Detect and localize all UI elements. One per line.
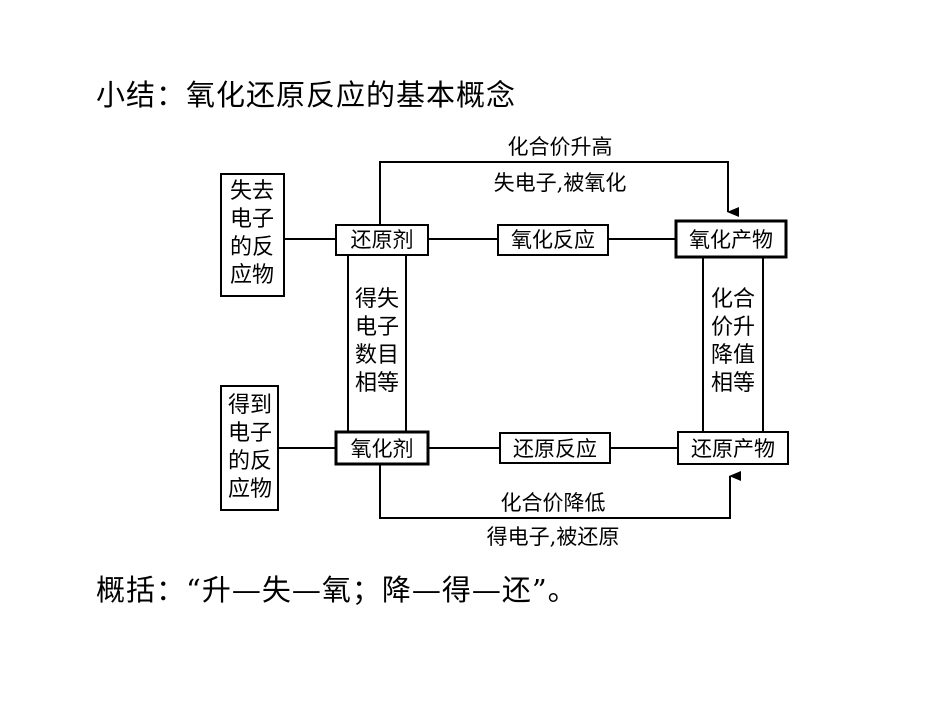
bottom-arrow	[379, 464, 741, 519]
gains-electrons-line-1: 得到	[228, 393, 272, 418]
bottom-arrow-label-2: 得电子,被还原	[487, 525, 620, 549]
loses-electrons-line-1: 失去	[230, 179, 274, 204]
gains-electrons-reactant-box	[220, 385, 279, 511]
oxidation-reaction-box	[497, 224, 609, 256]
loses-electrons-line-4: 应物	[230, 263, 274, 288]
valence-equal-line-4: 相等	[711, 371, 755, 396]
gains-electrons-line-2: 电子	[228, 421, 272, 446]
page-title: 小结：氧化还原反应的基本概念	[96, 78, 517, 112]
oxidizing-agent-label: 氧化剂	[351, 437, 414, 461]
electrons-equal-box	[347, 254, 407, 434]
valence-equal-line-1: 化合	[711, 287, 755, 312]
valence-equal-line-3: 降值	[711, 343, 755, 368]
electrons-equal-line-4: 相等	[355, 371, 399, 396]
electrons-equal-line-2: 电子	[355, 315, 399, 340]
oxidation-reaction-label: 氧化反应	[511, 228, 595, 252]
reduction-reaction-label: 还原反应	[513, 437, 597, 461]
gains-electrons-line-4: 应物	[228, 477, 272, 502]
summary-text: 概括：“升—失—氧；降—得—还”。	[96, 573, 578, 607]
oxidation-product-box	[674, 219, 788, 259]
valence-equal-line-2: 价升	[711, 315, 755, 340]
loses-electrons-reactant-box	[220, 173, 285, 297]
electrons-equal-line-3: 数目	[355, 343, 399, 368]
top-arrow-label-2: 失电子,被氧化	[494, 171, 627, 195]
loses-electrons-line-3: 的反	[230, 235, 274, 260]
top-arrow	[379, 161, 739, 228]
reduction-product-box	[677, 431, 789, 465]
reduction-product-label: 还原产物	[691, 437, 775, 461]
valence-equal-box	[702, 254, 764, 434]
reducing-agent-label: 还原剂	[351, 228, 414, 252]
reduction-reaction-box	[499, 432, 611, 464]
oxidizing-agent-box	[334, 430, 430, 466]
bottom-arrow-label-1: 化合价降低	[501, 491, 606, 515]
loses-electrons-line-2: 电子	[230, 207, 274, 232]
oxidation-product-label: 氧化产物	[689, 228, 773, 252]
top-arrow-label-1: 化合价升高	[508, 135, 613, 159]
electrons-equal-line-1: 得失	[355, 287, 399, 312]
reducing-agent-box	[335, 224, 429, 256]
gains-electrons-line-3: 的反	[228, 449, 272, 474]
